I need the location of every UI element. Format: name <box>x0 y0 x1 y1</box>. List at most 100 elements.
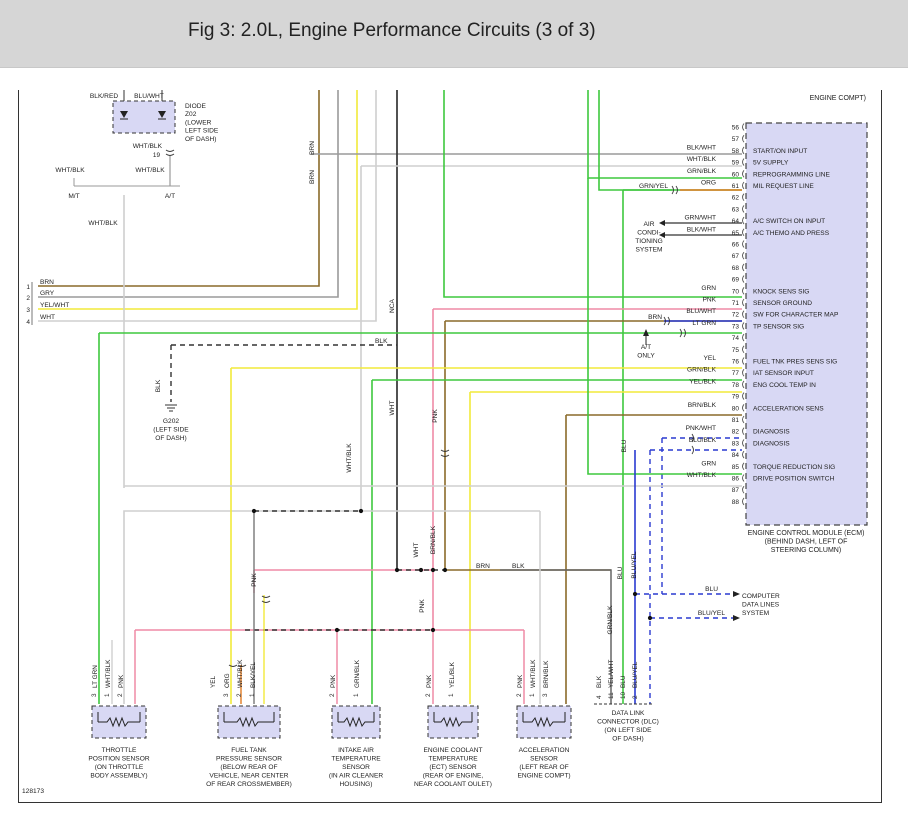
splice-dot <box>430 627 436 633</box>
ac-arrow <box>659 232 665 238</box>
ecm-pin-number: 65 <box>732 230 740 237</box>
ecm-pin-function: KNOCK SENS SIG <box>753 288 809 295</box>
wire-layer <box>38 90 742 704</box>
vertical-wire-label: BLU <box>621 439 628 452</box>
sensor-wire-label: LT GRN <box>92 665 99 688</box>
figure-id: 128173 <box>22 788 44 795</box>
sensor-label: (REAR OF ENGINE, <box>423 773 484 780</box>
harness-wire-2 <box>38 90 339 298</box>
sensor-label: THROTTLE <box>102 747 137 754</box>
sensor-lead <box>522 712 566 722</box>
sensor-label: TEMPERATURE <box>428 756 478 763</box>
sensor-pin-number: 2 <box>516 693 523 697</box>
dlc-wire-label: BLU/YEL <box>632 661 639 688</box>
sensor-label: FUEL TANK <box>231 747 267 754</box>
ecm-pin-function: A/C THEMO AND PRESS <box>753 230 830 237</box>
vertical-wire-label: GRN/BLK <box>607 605 614 635</box>
sensor-label: TEMPERATURE <box>331 756 381 763</box>
splice-dot <box>442 567 448 573</box>
harness-pin-number: 3 <box>26 307 30 314</box>
ecm-label: ENGINE CONTROL MODULE (ECM) <box>748 530 865 537</box>
sensor-label: VEHICLE, NEAR CENTER <box>209 773 288 780</box>
ecm-pin-number: 79 <box>732 394 740 401</box>
ecm-pin-function: MIL REQUEST LINE <box>753 183 814 190</box>
ecm-pin-arc <box>742 298 745 307</box>
sensor-label: SENSOR <box>342 764 370 771</box>
wire-label: WHT/BLK <box>135 167 165 174</box>
sensor-pin-number: 2 <box>117 693 124 697</box>
wire-pin-59 <box>123 165 742 704</box>
ecm-pin-arc <box>742 146 745 155</box>
wire-pin-60 <box>587 90 742 179</box>
ground-label: (LEFT SIDE <box>153 427 189 434</box>
ecm-pin-number: 71 <box>732 300 740 307</box>
sensor-label: ENGINE COOLANT <box>424 747 483 754</box>
harness-wire-1 <box>38 90 320 287</box>
computer-lines-label: SYSTEM <box>742 610 769 617</box>
mt-label: M/T <box>68 193 79 200</box>
ac-system-label: SYSTEM <box>635 247 662 254</box>
splice-dot <box>251 508 257 514</box>
diode-label: Z02 <box>185 111 197 118</box>
ecm-pin-number: 77 <box>732 370 740 377</box>
vertical-wire-label: WHT <box>389 400 396 415</box>
ecm-pin-arc <box>742 497 745 506</box>
sensor-resistor <box>98 716 140 728</box>
sensor-label: INTAKE AIR <box>338 747 374 754</box>
title-bar: Fig 3: 2.0L, Engine Performance Circuits… <box>0 0 908 68</box>
wire-label: BRN <box>648 314 662 321</box>
ac-arrow <box>659 220 665 226</box>
sensor-label: (IN AIR CLEANER <box>329 773 383 780</box>
splice-dot <box>632 591 638 597</box>
vertical-wire-label: BRN/BLK <box>430 525 437 554</box>
diode-label: (LOWER <box>185 119 212 126</box>
ground-symbol <box>165 404 177 412</box>
sensor-pin-number: 1 <box>104 693 111 697</box>
sensor-pin-number: 2 <box>236 693 243 697</box>
sensor-pin-number: 1 <box>353 693 360 697</box>
ecm-pin-function: DRIVE POSITION SWITCH <box>753 476 835 483</box>
ecm-pin-arc <box>742 415 745 424</box>
ecm-pin-number: 75 <box>732 347 740 354</box>
dlc-wire-label: BLU <box>620 675 627 688</box>
harness-wire-label: WHT <box>40 314 55 321</box>
ecm-pin-number: 86 <box>732 476 740 483</box>
vertical-wire-label: BLU/YEL <box>631 551 638 578</box>
computer-arrow <box>733 615 740 621</box>
ecm-wire-label: GRN <box>701 285 716 292</box>
ecm-pin-function: REPROGRAMMING LINE <box>753 171 831 178</box>
sensor-pin-number: 1 <box>249 693 256 697</box>
ecm-pin-arc <box>742 263 745 272</box>
sensor-pin-number: 3 <box>91 693 98 697</box>
ecm-pin-number: 67 <box>732 253 740 260</box>
ecm-wire-label: BLK/WHT <box>687 226 716 233</box>
sensor-wire-label: BRN/BLK <box>543 660 550 688</box>
ecm-wire-label: WHT/BLK <box>687 472 717 479</box>
sensor-resistor <box>338 716 374 728</box>
vertical-wire-label: NCA <box>389 298 396 313</box>
ecm-pin-arc <box>742 392 745 400</box>
sensor-wire-label: YEL <box>210 675 217 688</box>
ecm-pin-arc <box>742 380 745 389</box>
ecm-wire-label: YEL <box>704 355 717 362</box>
ac-system-label: CONDI- <box>637 230 660 237</box>
vertical-wire-label: PNK <box>419 599 426 613</box>
diode-label: DIODE <box>185 103 206 110</box>
ecm-wire-label: GRN/BLK <box>687 168 717 175</box>
ecm-pin-arc <box>742 287 745 295</box>
diode-connector <box>165 149 175 156</box>
dlc-pin-number: 4 <box>596 695 603 699</box>
ecm-pin-number: 56 <box>732 125 740 132</box>
sensor-lead <box>223 712 275 722</box>
ecm-pin-number: 72 <box>732 312 740 319</box>
sensor-wire-label: WHT/BLK <box>237 659 244 688</box>
ecm-pin-number: 84 <box>732 452 740 459</box>
ac-system-label: AIR <box>644 221 655 228</box>
ecm-pin-number: 57 <box>732 136 740 143</box>
ecm-pin-function: DIAGNOSIS <box>753 429 790 436</box>
wire-label: BLK <box>512 563 525 570</box>
computer-lines-label: DATA LINES <box>742 602 780 609</box>
ecm-label: STEERING COLUMN) <box>771 547 841 554</box>
sensor-wire-label: WHT/BLK <box>530 659 537 688</box>
diode-top-wire-label: BLK/RED <box>90 93 118 100</box>
